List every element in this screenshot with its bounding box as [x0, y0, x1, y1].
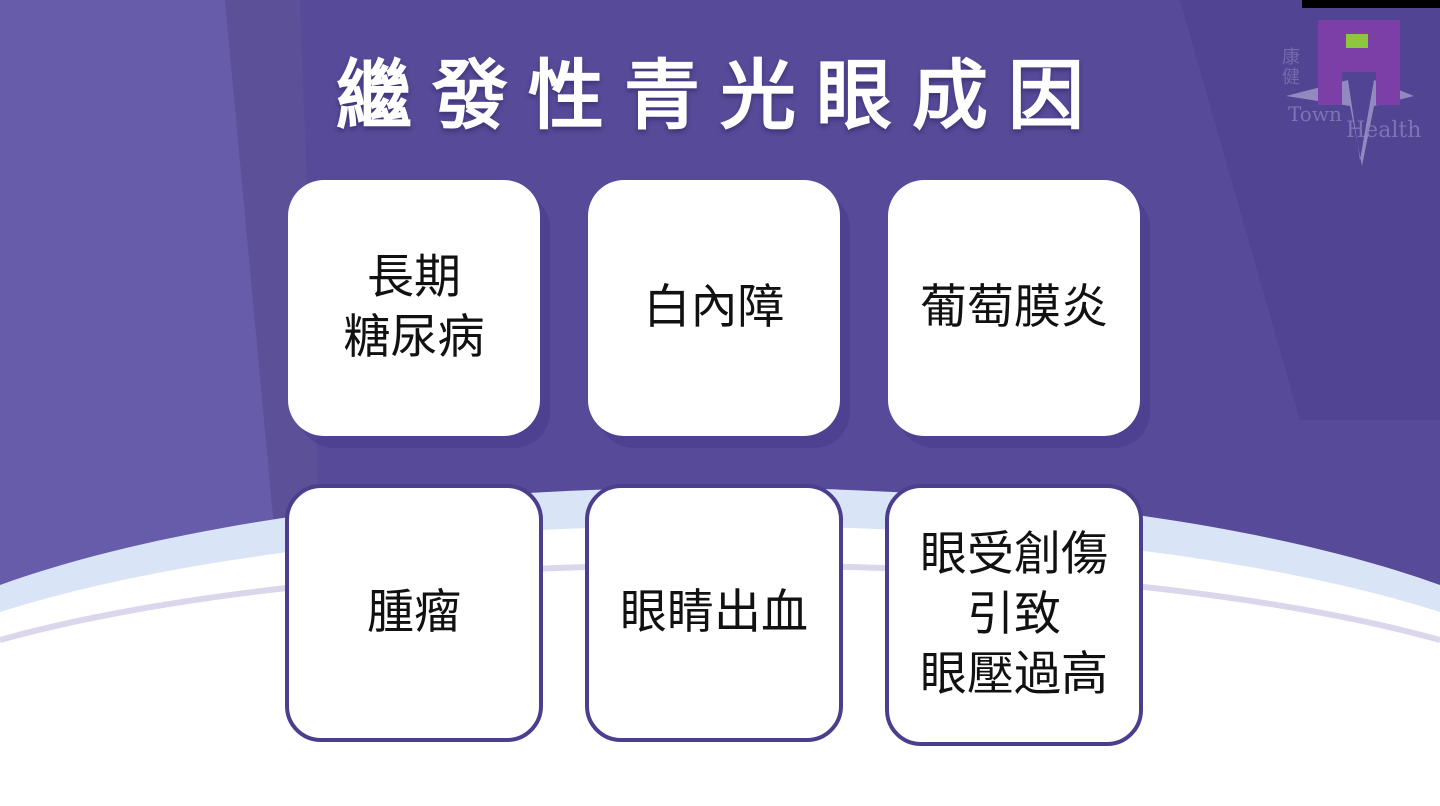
- logo-health-text: Health: [1346, 118, 1422, 143]
- cause-card-text: 白內障: [643, 280, 785, 335]
- town-health-logo: 康健 Town Health: [1278, 0, 1440, 170]
- cause-card-text: 葡萄膜炎: [920, 280, 1108, 335]
- cause-card-text: 眼睛出血: [620, 585, 808, 640]
- cause-card-eye-trauma: 眼受創傷 引致 眼壓過高: [885, 484, 1143, 746]
- cause-card-text: 腫瘤: [367, 585, 461, 640]
- logo-town-text: Town: [1288, 102, 1342, 126]
- cause-card-text: 眼受創傷 引致 眼壓過高: [920, 527, 1108, 702]
- cause-card-diabetes: 長期 糖尿病: [288, 180, 540, 436]
- logo-black-bar: [1302, 0, 1440, 8]
- slide-title: 繼發性青光眼成因: [336, 51, 1104, 140]
- town-health-logo-icon: [1286, 20, 1414, 166]
- logo-chinese-text: 康健: [1282, 47, 1300, 88]
- cause-card-uveitis: 葡萄膜炎: [888, 180, 1140, 436]
- cause-card-cataract: 白內障: [588, 180, 840, 436]
- cause-card-text: 長期 糖尿病: [343, 250, 485, 365]
- cause-card-tumor: 腫瘤: [285, 484, 543, 742]
- cause-card-eye-bleeding: 眼睛出血: [585, 484, 843, 742]
